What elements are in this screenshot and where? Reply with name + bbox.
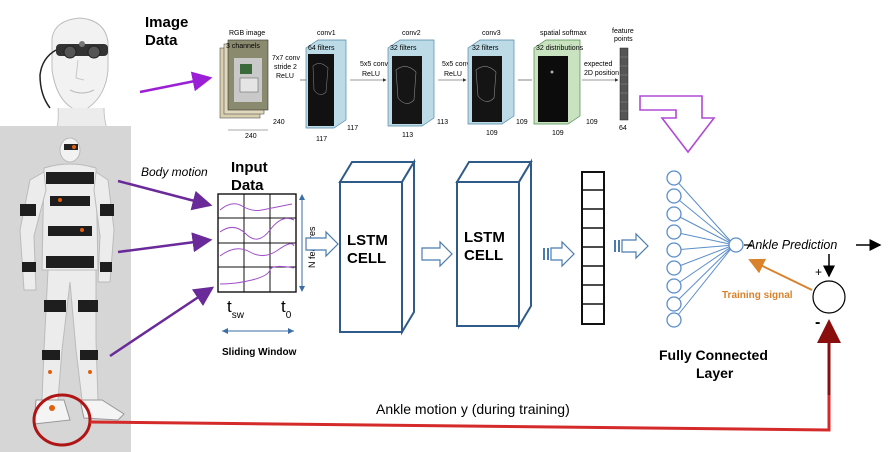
conv1-title: conv1 [317,30,336,37]
lstm1-to-lstm2-arrow [421,240,453,268]
cnn-architecture-figure: RGB image 3 channels 240 240 7x7 conv st… [219,28,634,143]
softmax-dist-label: 32 distributions [536,45,584,52]
error-comparator [812,280,846,314]
conv1-op-label-2: stride 2 [274,64,297,71]
input-data-label-line2: Data [231,177,264,194]
conv1-height-label: 117 [347,125,358,132]
softmax-title: spatial softmax [540,30,587,37]
rgb-channels-label: 3 channels [226,43,260,50]
rgb-image-title: RGB image [229,30,265,37]
conv2-op-label-1: 5x5 conv [360,61,389,68]
t-sw-label: tsw [227,297,245,321]
fc-input-node [666,278,682,294]
conv2-height-label: 113 [437,119,448,126]
conv2-title: conv2 [402,30,421,37]
t-0-label: t0 [281,297,292,321]
n-features-dimension [299,194,305,292]
training-signal-arrow [748,258,813,291]
rgb-width-label: 240 [245,133,257,140]
sliding-window-label: Sliding Window [222,347,297,358]
fc-input-node [666,170,682,186]
ankle-prediction-label: Ankle Prediction [746,238,837,252]
conv1-width-label: 117 [316,136,327,143]
t-0-subscript: 0 [286,310,292,321]
conv3-title: conv3 [482,30,501,37]
conv1-feature-map [308,54,334,126]
fc-input-node [666,260,682,276]
fc-input-node [666,188,682,204]
fc-input-node [666,242,682,258]
lstm-cell-1-label-line2: CELL [347,250,386,267]
lstm-cell-2 [455,158,533,330]
lstm-cell-2-label-line1: LSTM [464,229,505,246]
lstm-output-vector [581,171,605,325]
sliding-window-dimension [222,328,294,334]
fc-input-node [666,296,682,312]
conv2-width-label: 113 [402,132,413,139]
fc-input-node [666,224,682,240]
grid-to-lstm1-arrow [305,230,339,258]
comparator-plus-sign: + [815,265,822,279]
lstm-cell-2-label-line2: CELL [464,247,503,264]
fully-connected-layer [666,170,744,328]
conv3-op-label-2: ReLU [444,71,462,78]
softmax-height-label: 109 [586,119,598,126]
t-sw-main: t [227,297,232,316]
vector-to-fc-arrow [614,232,649,260]
fc-input-node [666,206,682,222]
training-signal-label: Training signal [722,290,793,301]
feature-points-column [619,47,629,121]
lstm-cell-1 [338,158,416,336]
conv1-filters-label: 64 filters [308,45,335,52]
conv3-feature-map [472,56,502,122]
fc-input-node [666,312,682,328]
head-with-eye-tracker-illustration [39,17,116,146]
conv2-op-label-2: ReLU [362,71,380,78]
image-data-label-line1: Image [145,14,188,31]
body-motion-arrow-3 [109,286,215,358]
conv3-op-label-1: 5x5 conv [442,61,471,68]
softmax-op-label-1: expected [584,61,613,68]
input-data-label-line1: Input [231,159,268,176]
comparator-minus-sign: - [815,314,820,331]
rgb-height-label: 240 [273,119,285,126]
input-data-grid [217,193,297,293]
conv2-feature-map [392,56,422,124]
feature-points-title-1: feature [612,28,634,35]
image-data-label-line2: Data [145,32,178,49]
body-motion-suit-photo [0,126,131,452]
cnn-to-fc-hollow-arrow [639,95,716,154]
image-to-cnn-arrow [139,71,213,94]
body-motion-label: Body motion [141,165,208,179]
fc-layer-label-line2: Layer [696,365,734,381]
conv3-width-label: 109 [486,130,498,137]
t-0-main: t [281,297,286,316]
ankle-motion-feedback-line [89,393,831,432]
conv2-filters-label: 32 filters [390,45,417,52]
ankle-highlight-circle [32,393,92,447]
ankle-motion-label: Ankle motion y (during training) [376,401,570,417]
lstm-cell-1-label-line1: LSTM [347,232,388,249]
body-motion-arrow-2 [117,232,213,254]
conv3-filters-label: 32 filters [472,45,499,52]
fc-output-node [728,237,744,253]
softmax-width-label: 109 [552,130,564,137]
conv3-height-label: 109 [516,119,528,126]
fc-layer-label-line1: Fully Connected [659,347,768,363]
softmax-op-label-2: 2D position [584,70,619,77]
feature-points-title-2: points [614,36,633,43]
body-motion-arrow-1 [117,179,213,211]
conv1-op-label-1: 7x7 conv [272,55,301,62]
softmax-map [538,56,568,122]
feature-points-size-label: 64 [619,125,627,132]
conv1-op-label-3: ReLU [276,73,294,80]
lstm2-to-vector-arrow [543,240,575,268]
t-sw-subscript: sw [232,310,245,321]
